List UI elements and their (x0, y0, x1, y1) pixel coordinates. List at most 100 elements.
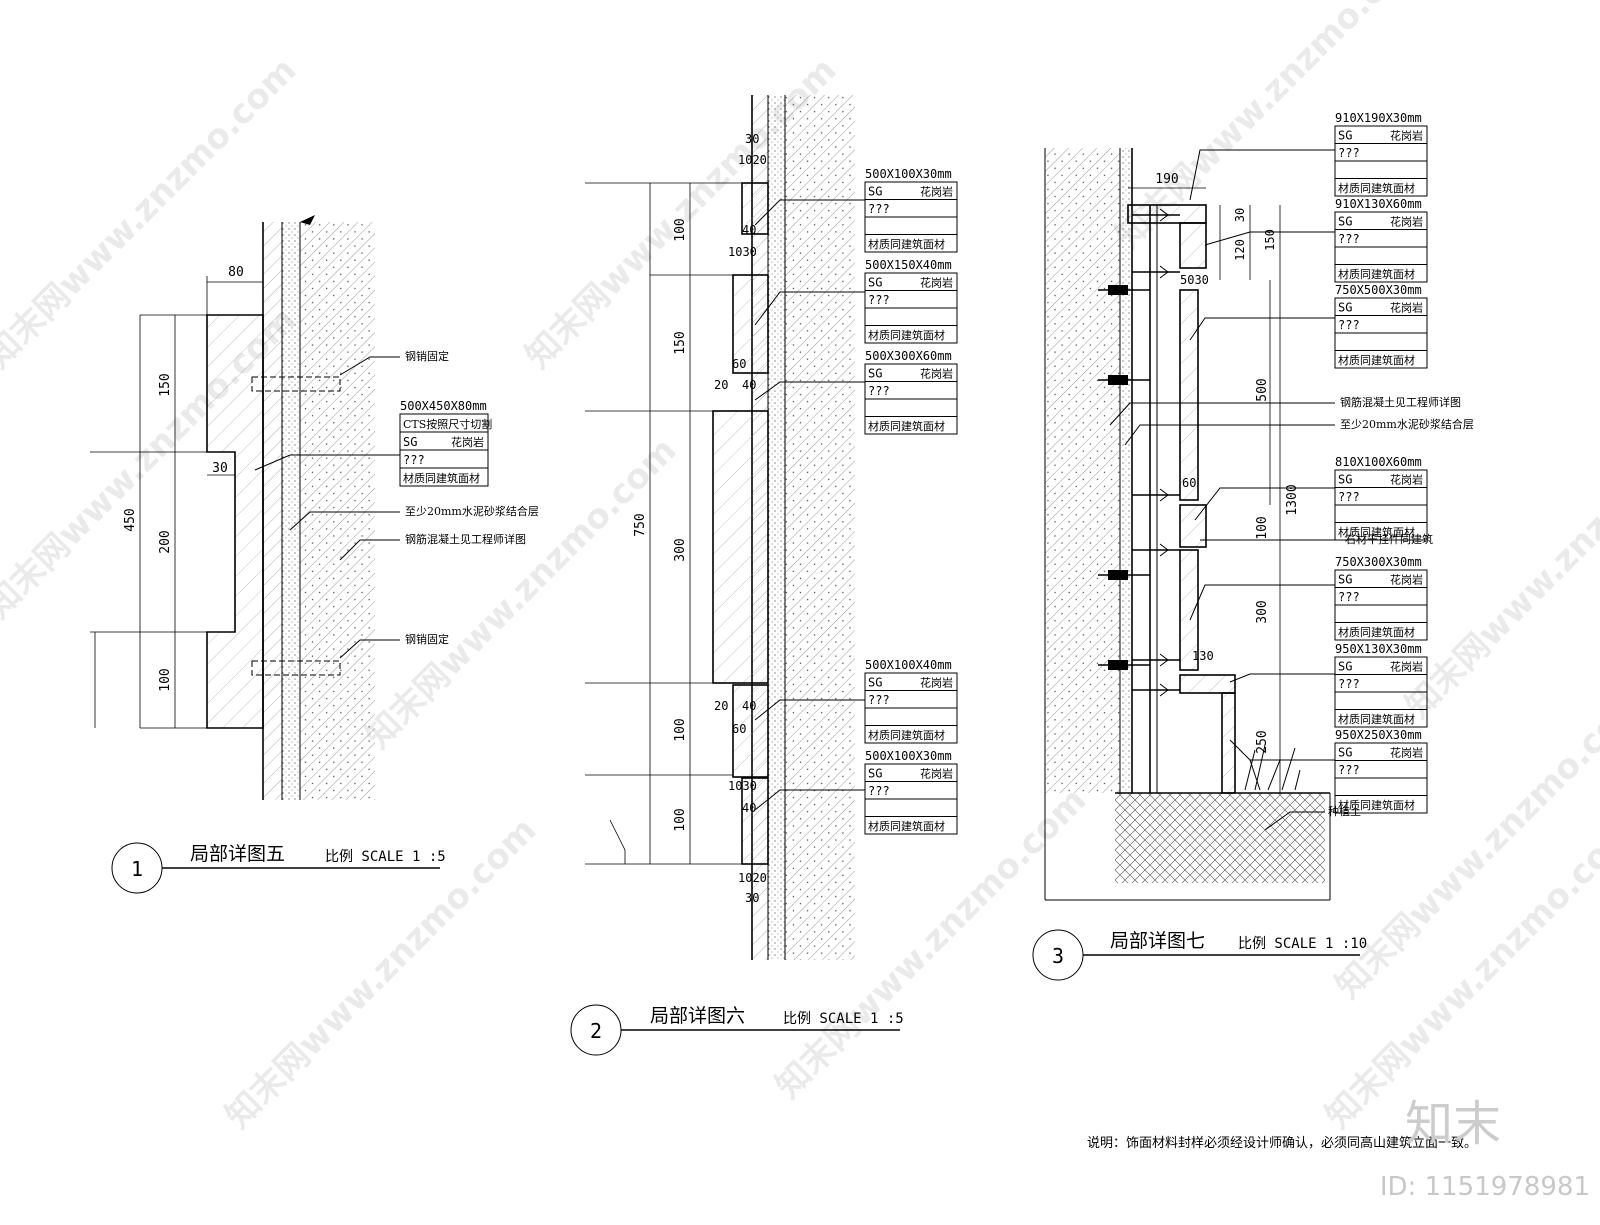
spec-note: 材质同建筑面材 (868, 819, 945, 833)
spec-qqq: ??? (868, 293, 890, 307)
spec-code: SG (868, 185, 882, 199)
spec-code: SG (1338, 473, 1352, 487)
stone-4 (732, 684, 769, 778)
detail-2-number: 2 (590, 1019, 602, 1043)
dim-750: 750 (633, 513, 648, 536)
dim-120: 120 (1233, 239, 1247, 261)
detail-3: 190 30 120 150 5030 500 60 1300 100 300 … (1032, 111, 1474, 981)
spec-size: 910X190X30mm (1335, 111, 1422, 125)
spec-qqq: ??? (868, 384, 890, 398)
label-rc: 钢筋混凝土见工程师详图 (405, 532, 526, 546)
dim-30: 30 (212, 461, 228, 476)
dim-100-c: 100 (673, 808, 688, 831)
dim-30: 30 (1233, 208, 1247, 222)
dim-40-d: 40 (742, 801, 756, 815)
spec-material: 花岗岩 (451, 435, 484, 449)
grass (1244, 744, 1301, 791)
watermark-8: 知末网www.znzmo.com (1398, 400, 1600, 726)
spec-note: 材质同建筑面材 (868, 419, 945, 433)
spec-material: 花岗岩 (1390, 215, 1423, 229)
hanger-clip (1159, 653, 1169, 667)
planting-soil (1115, 793, 1325, 883)
spec-code: SG (1338, 746, 1352, 760)
dim-500: 500 (1255, 378, 1270, 401)
dim-100-b: 100 (673, 718, 688, 741)
dim-190: 190 (1155, 172, 1178, 187)
dim-450: 450 (123, 508, 138, 531)
detail-3-scale: 比例 SCALE 1 :10 (1238, 936, 1367, 952)
detail-2-scale: 比例 SCALE 1 :5 (783, 1011, 904, 1027)
stone-5 (741, 777, 769, 865)
dim-40-c: 40 (742, 699, 756, 713)
dim-40-b: 40 (742, 378, 756, 392)
spec-code: SG (1338, 129, 1352, 143)
spec-note: 材质同建筑面材 (868, 728, 945, 742)
label-pin-bottom: 钢销固定 (405, 632, 449, 646)
dim-30-a: 30 (745, 132, 759, 146)
spec-note: 材质同建筑面材 (868, 328, 945, 342)
spec-qqq: ??? (403, 453, 425, 467)
dim-80: 80 (228, 265, 244, 280)
spec-size: 500X100X40mm (865, 658, 952, 672)
mortar-layer (282, 222, 300, 800)
spec-line1: CTS按照尺寸切割 (403, 417, 492, 431)
anchor-plate (1108, 570, 1128, 580)
spec-material: 花岗岩 (920, 767, 953, 781)
spec-size: 500X300X60mm (865, 349, 952, 363)
spec-qqq: ??? (1338, 677, 1360, 691)
spec-code: SG (1338, 215, 1352, 229)
wall-finish (263, 222, 282, 800)
spec-size: 500X100X30mm (865, 749, 952, 763)
anchor-plate (1108, 660, 1128, 670)
dim-1030-a: 1030 (728, 245, 757, 259)
steel-pin-bottom (251, 660, 341, 676)
dim-300: 300 (1255, 600, 1270, 623)
spec-note: 材质同建筑面材 (1338, 181, 1415, 195)
spec-size: 750X500X30mm (1335, 283, 1422, 297)
stone-7 (1221, 692, 1236, 794)
detail-2: 100 150 750 300 100 100 30 1020 40 1030 … (570, 95, 958, 1056)
dim-60: 60 (1182, 476, 1196, 490)
stone-1 (741, 182, 769, 235)
spec-code: SG (868, 676, 882, 690)
dim-300: 300 (673, 538, 688, 561)
dim-5030: 5030 (1180, 273, 1209, 287)
spec-material: 花岗岩 (920, 367, 953, 381)
dim-200: 200 (158, 530, 173, 553)
dim-40-a: 40 (742, 223, 756, 237)
spec-note: 材质同建筑面材 (1338, 267, 1415, 281)
concrete-wall (1045, 148, 1120, 793)
dim-1300: 1300 (1285, 484, 1300, 515)
spec-material: 花岗岩 (1390, 301, 1423, 315)
dim-20-b: 20 (714, 699, 728, 713)
site-logo: 知末 (1405, 1096, 1501, 1152)
spec-size: 810X100X60mm (1335, 455, 1422, 469)
dim-1020-b: 1020 (738, 871, 767, 885)
hanger-clip (1159, 488, 1169, 502)
dim-150: 150 (158, 373, 173, 396)
stone-2 (732, 274, 769, 374)
spec-code: SG (1338, 573, 1352, 587)
detail-1-title: 局部详图五 (190, 843, 285, 865)
spec-note: 材质同建筑面材 (1338, 798, 1415, 812)
spec-qqq: ??? (1338, 763, 1360, 777)
concrete-wall (300, 222, 375, 800)
spec-material: 花岗岩 (1390, 573, 1423, 587)
image-id: ID: 1151978981 (1380, 1172, 1590, 1202)
dim-20-a: 20 (714, 378, 728, 392)
spec-note: 材质同建筑面材 (403, 471, 480, 485)
dim-100: 100 (158, 668, 173, 691)
spec-qqq: ??? (868, 693, 890, 707)
stone-3 (1179, 289, 1199, 501)
spec-note: 材质同建筑面材 (1338, 525, 1415, 539)
dim-100: 100 (1255, 516, 1270, 539)
dim-60-a: 60 (732, 357, 746, 371)
